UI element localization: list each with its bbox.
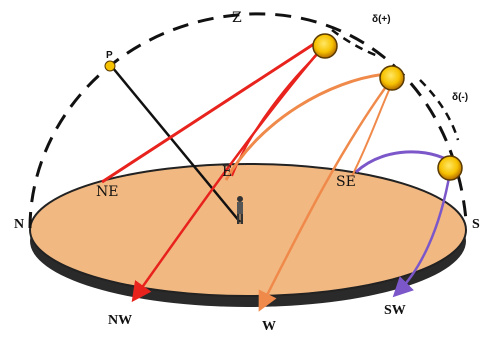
ground-disc — [29, 163, 467, 297]
label-declination-summer: δ(+) — [372, 14, 391, 25]
label-west: W — [262, 319, 276, 334]
label-declination-winter: δ(-) — [452, 92, 468, 103]
winter-sun-path-descent — [392, 171, 452, 298]
label-zenith: Z — [232, 10, 242, 26]
sun-equinox-icon — [379, 65, 405, 91]
label-south-east: SE — [336, 174, 356, 190]
equinox-sun-path — [224, 72, 387, 181]
label-south: S — [472, 217, 480, 232]
celestial-dome — [28, 12, 468, 229]
summer-sun-path — [101, 38, 321, 184]
equinox-sun-path-descent — [258, 83, 390, 312]
label-south-west: SW — [384, 303, 406, 318]
winter-sun-path — [354, 150, 449, 174]
declination-winter-arc — [419, 79, 460, 141]
label-east: E — [222, 164, 232, 180]
equinox-sun-path-front — [351, 87, 391, 177]
declination-summer-arc — [331, 29, 379, 58]
label-north-west: NW — [108, 313, 132, 328]
observer-icon — [237, 196, 243, 224]
summer-sun-path-descent — [131, 47, 323, 303]
sun-winter-icon — [437, 155, 463, 181]
sun-summer-icon — [312, 33, 338, 59]
pole-star-icon — [104, 60, 116, 72]
polar-axis — [107, 61, 241, 223]
label-north-east: NE — [96, 184, 118, 200]
label-pole: P — [106, 50, 113, 61]
label-north: N — [14, 217, 24, 232]
